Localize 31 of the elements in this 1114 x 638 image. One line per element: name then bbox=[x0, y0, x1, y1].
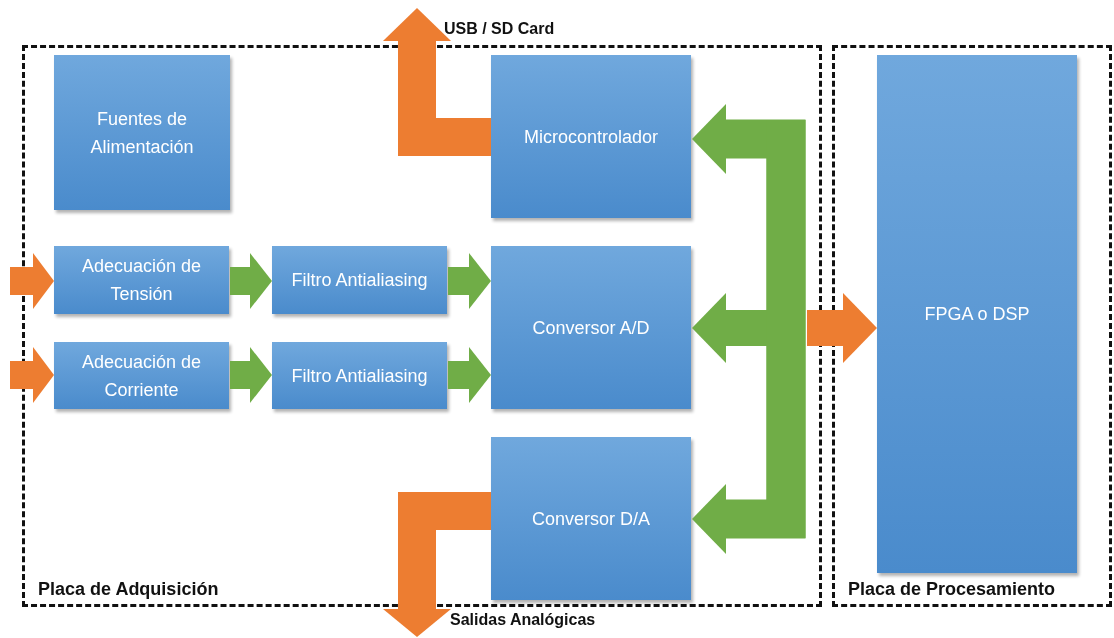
block-label: Filtro Antialiasing bbox=[290, 269, 429, 292]
block-arrow bbox=[807, 293, 877, 363]
block-arrow bbox=[10, 253, 54, 309]
block-box bbox=[54, 246, 229, 314]
block-box bbox=[491, 437, 691, 600]
block-arrow bbox=[230, 347, 272, 403]
output-label: Salidas Analógicas bbox=[450, 611, 597, 629]
board-outline bbox=[22, 45, 822, 607]
block-box bbox=[54, 342, 229, 409]
block-label: Conversor A/D bbox=[531, 316, 651, 340]
block-label: Conversor D/A bbox=[530, 507, 651, 531]
block-arrow bbox=[230, 253, 272, 309]
output-label: USB / SD Card bbox=[444, 20, 556, 38]
block-label: Filtro Antialiasing bbox=[290, 364, 429, 388]
block-label: Fuentes de Alimentación bbox=[89, 107, 195, 159]
block-box bbox=[491, 246, 691, 409]
block-label: Microcontrolador bbox=[522, 125, 660, 149]
block-label: FPGA o DSP bbox=[923, 303, 1031, 326]
block-box bbox=[272, 342, 447, 409]
board-outline bbox=[832, 45, 1112, 607]
block-box bbox=[877, 55, 1077, 573]
block-box bbox=[491, 55, 691, 218]
block-arrow bbox=[383, 8, 491, 156]
block-label: Adecuación de Corriente bbox=[80, 350, 203, 402]
block-arrow bbox=[448, 253, 491, 309]
block-arrow bbox=[448, 347, 491, 403]
block-box bbox=[272, 246, 447, 314]
block-box bbox=[54, 55, 230, 210]
block-arrow bbox=[383, 492, 491, 637]
block-label: Adecuación de Tensión bbox=[80, 255, 203, 306]
block-arrow bbox=[10, 347, 54, 403]
